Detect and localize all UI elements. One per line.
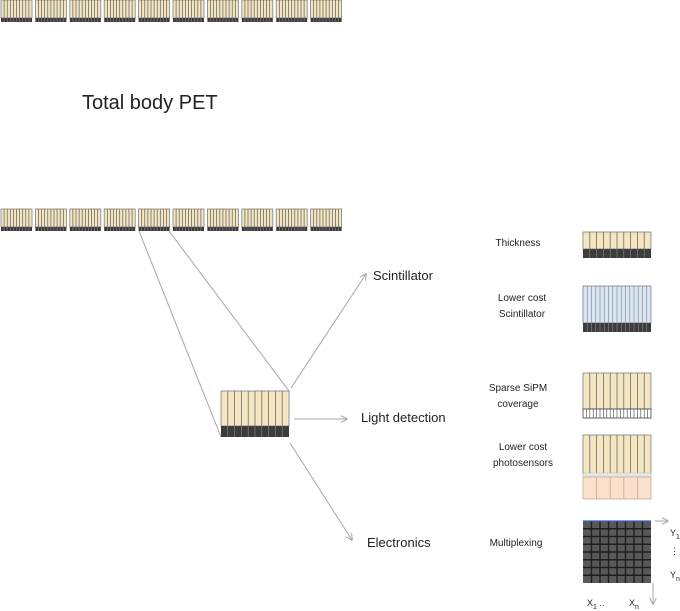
photosensor-block (582, 476, 652, 500)
page-title: Total body PET (82, 92, 218, 114)
top-ring-module (206, 0, 239, 22)
scintillator-label: Scintillator (373, 268, 433, 283)
top-ring-module (35, 0, 67, 22)
arrow-to-electronics (289, 442, 352, 540)
top-ring-module (310, 0, 343, 22)
top-ring-module (241, 0, 274, 22)
lower-cost-scintillator-module (582, 285, 652, 332)
top-ring-module (103, 0, 136, 22)
xn-label: Xn (629, 598, 639, 611)
arrow-to-scintillator (290, 274, 366, 389)
lower-cost-photosensor-module-icon (582, 434, 652, 500)
thickness-module-icon (582, 231, 652, 258)
y-dots-label: ⋮ (670, 546, 679, 556)
mid-ring-module (69, 208, 102, 231)
branch-arrows (289, 274, 366, 540)
light-detection-label: Light detection (361, 410, 446, 425)
top-ring-module (0, 0, 33, 22)
middle-detector-ring (0, 208, 343, 231)
mid-ring-module (0, 208, 33, 231)
mid-ring-module (138, 208, 171, 231)
top-ring-module (275, 0, 308, 22)
sparse-sipm-module-icon (582, 372, 652, 419)
y1-label: Y1 (670, 528, 680, 541)
mid-ring-module (206, 208, 239, 231)
yn-label: Yn (670, 570, 680, 583)
lower-cost-scintillator-module-icon (582, 285, 652, 332)
top-ring-module (69, 0, 102, 22)
lower-cost-scintillator-label: Lower cost Scintillator (497, 293, 547, 320)
big-module-body (220, 390, 290, 437)
light-guide (582, 472, 652, 478)
top-ring-module (172, 0, 205, 22)
lower-cost-photosensors-label: Lower cost photosensors (492, 442, 554, 469)
sparse-sipm-module (582, 372, 652, 419)
mid-ring-module (35, 208, 67, 231)
zoom-lines (138, 230, 290, 438)
mid-ring-module (241, 208, 274, 231)
thickness-label: Thickness (495, 238, 541, 249)
multiplexing-grid-icon (583, 520, 651, 583)
thickness-module (582, 231, 652, 258)
mid-ring-module (275, 208, 308, 231)
zoomed-detector-module (220, 390, 290, 437)
photosensor-crystal (582, 434, 652, 476)
sparse-sipm-coverage-label: Sparse SiPM coverage (488, 383, 548, 410)
electronics-label: Electronics (367, 535, 431, 550)
mid-ring-module (310, 208, 343, 231)
multiplexing-label: Multiplexing (489, 538, 543, 549)
mid-ring-module (103, 208, 136, 231)
x1-label: X1 .. (587, 598, 605, 611)
top-detector-ring (0, 0, 343, 22)
mid-ring-module (172, 208, 205, 231)
top-ring-module (138, 0, 171, 22)
multiplexing-readout-arrows (653, 521, 668, 604)
